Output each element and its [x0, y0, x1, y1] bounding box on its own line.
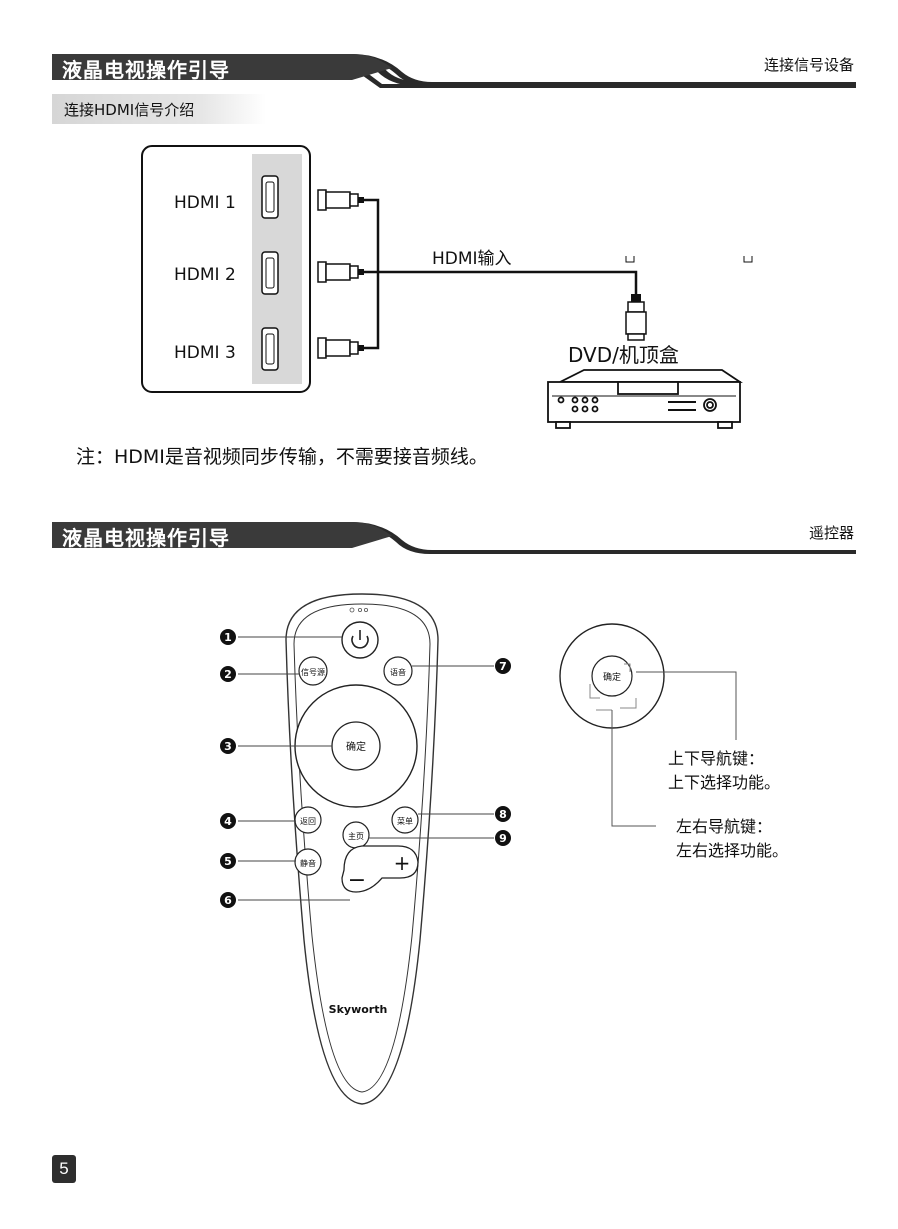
header-section-name: 连接信号设备: [763, 56, 854, 74]
svg-text:静音: 静音: [300, 858, 316, 868]
home-button[interactable]: 主页: [342, 821, 370, 849]
cable-label: HDMI输入: [432, 249, 512, 269]
brand-logo: Skyworth: [329, 1003, 388, 1016]
remote-body: [285, 593, 439, 1105]
callout-8: 8: [495, 806, 511, 822]
hdmi-plug-2: [317, 261, 364, 283]
back-button[interactable]: 返回: [294, 806, 322, 834]
header-section-name: 遥控器: [808, 524, 854, 542]
header-title: 液晶电视操作引导: [62, 58, 230, 82]
nav-detail: 确定: [559, 623, 737, 827]
svg-text:信号源: 信号源: [301, 667, 325, 677]
svg-text:1: 1: [224, 631, 232, 644]
subtitle-text: 连接HDMI信号介绍: [64, 101, 195, 119]
hdmi-plug-1: [317, 189, 364, 211]
hdmi-plug-device: [625, 294, 647, 341]
port-label-3: HDMI 3: [174, 343, 236, 363]
dvd-player: [547, 369, 743, 429]
source-button[interactable]: 信号源: [298, 656, 328, 686]
svg-text:确定: 确定: [346, 740, 366, 753]
menu-button[interactable]: 菜单: [391, 806, 419, 834]
svg-text:6: 6: [224, 894, 232, 907]
power-button[interactable]: [341, 621, 379, 659]
callout-4: 4: [220, 813, 236, 829]
volume-down-icon: −: [348, 868, 366, 893]
updown-title: 上下导航键：: [668, 749, 764, 768]
svg-text:3: 3: [224, 740, 232, 753]
hdmi-note: 注：HDMI是音视频同步传输，不需要接音频线。: [76, 446, 488, 468]
hdmi-port-3: [261, 327, 279, 371]
svg-text:菜单: 菜单: [397, 816, 413, 826]
nav-ok-label: 确定: [603, 671, 621, 683]
hdmi-port-1: [261, 175, 279, 219]
callout-5: 5: [220, 853, 236, 869]
callout-6: 6: [220, 892, 236, 908]
header-bar-graphic: [52, 54, 856, 88]
subtitle-bar: 连接HDMI信号介绍: [52, 94, 266, 124]
header-bar-graphic: [52, 522, 856, 554]
svg-text:2: 2: [224, 668, 232, 681]
hdmi-plug-3: [317, 337, 364, 359]
callout-3: 3: [220, 738, 236, 754]
section-header-remote: 液晶电视操作引导 遥控器: [52, 512, 856, 556]
callout-9: 9: [495, 830, 511, 846]
nav-ok-button: [591, 655, 633, 697]
section-header-connect: 液晶电视操作引导 连接信号设备: [52, 44, 856, 88]
power-icon: [351, 635, 369, 649]
port-label-1: HDMI 1: [174, 193, 236, 213]
svg-text:7: 7: [499, 660, 507, 673]
hdmi-port-2: [261, 251, 279, 295]
svg-text:5: 5: [224, 855, 232, 868]
svg-text:主页: 主页: [348, 831, 364, 841]
voice-button[interactable]: 语音: [383, 656, 413, 686]
volume-rocker[interactable]: + −: [341, 845, 419, 893]
svg-text:9: 9: [499, 832, 507, 845]
callout-1: 1: [220, 629, 236, 645]
ok-button[interactable]: 确定: [331, 721, 381, 771]
marker-bracket-right: [743, 256, 753, 263]
remote-control-diagram: 信号源 语音 确定 返回 菜单 主页 静音 + − Skyworth: [220, 593, 788, 1105]
hdmi-connection-diagram: HDMI 1 HDMI 2 HDMI 3 HDMI输入 DVD/机顶盒: [141, 145, 753, 429]
page-number: 5: [52, 1155, 76, 1183]
leftright-title: 左右导航键：: [676, 817, 772, 836]
device-label: DVD/机顶盒: [568, 343, 679, 367]
leftright-desc: 左右选择功能。: [676, 841, 788, 860]
callout-2: 2: [220, 666, 236, 682]
svg-text:语音: 语音: [390, 667, 406, 677]
callout-7: 7: [495, 658, 511, 674]
port-label-2: HDMI 2: [174, 265, 236, 285]
svg-text:8: 8: [499, 808, 507, 821]
remote-indicator-dots: [349, 607, 368, 613]
marker-bracket-left: [625, 256, 635, 263]
header-title: 液晶电视操作引导: [62, 526, 230, 550]
hdmi-cable: [364, 198, 638, 350]
svg-text:4: 4: [224, 815, 232, 828]
updown-desc: 上下选择功能。: [668, 773, 780, 792]
svg-text:返回: 返回: [300, 817, 316, 826]
volume-up-icon: +: [394, 851, 411, 875]
nav-leader-lines: [611, 671, 737, 827]
mute-button[interactable]: 静音: [294, 848, 322, 876]
callout-lines: [238, 636, 494, 901]
